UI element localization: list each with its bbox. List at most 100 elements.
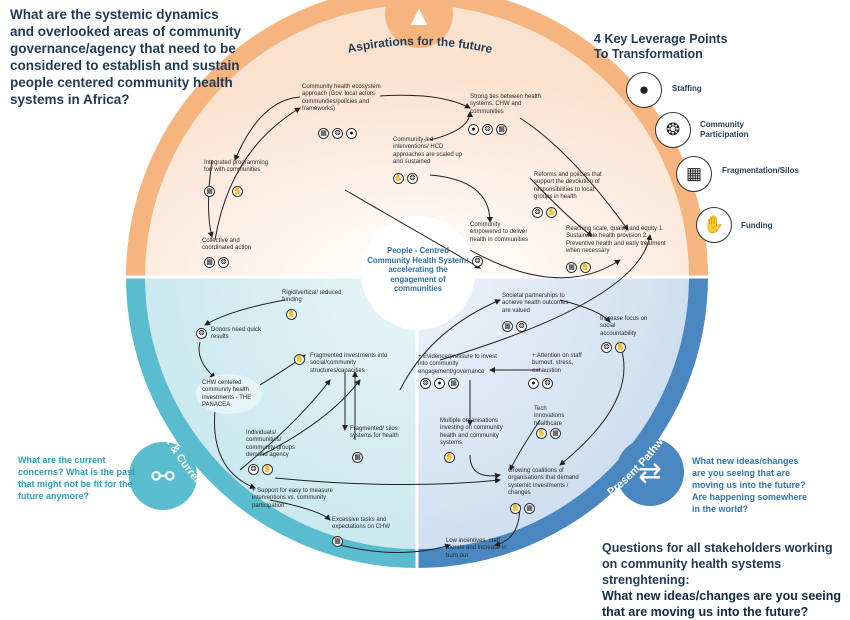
node-community-led-icons: ✋ ❂ [393,173,418,184]
node-excessive-icons: ▦ [332,536,343,547]
node-societal: Societal partnerships to achieve health … [502,293,569,314]
node-reforms: Reforms and policies that support the de… [534,172,602,200]
hand-money-icon: ✋ [294,354,305,365]
node-empowered-icons: ❂ [472,256,483,267]
community-circle-icon: ❂ [532,207,543,218]
node-individuals: Individuals/ communities/ community grou… [246,430,296,458]
node-increase-focus-icons: ❂ ✋ [601,342,626,353]
fragmented-blocks-icon: ▦ [502,321,513,332]
leverage-title: 4 Key Leverage Points To Transformation [594,32,728,61]
node-strong-ties: Strong ties between health systems, CHW … [470,94,542,115]
bottom-question-intro: Questions for all stakeholders working o… [602,541,833,587]
node-ecosystem: Community health ecosystem approach (Gov… [302,84,381,112]
network-nodes-icon: ⚯ [151,460,175,492]
community-circle-icon: ❂ [420,378,431,389]
community-circle-icon: ❂ [218,257,229,268]
leverage-funding: Funding [741,221,773,230]
hand-money-icon: ✋ [232,186,243,197]
node-tech: Tech innovations healthcare [534,406,565,427]
hand-money-icon: ✋ [262,464,273,475]
people-network-icon: ● [346,128,357,139]
node-fragmented-inv: Fragmented investments into social/commu… [310,353,388,374]
left-question: What are the current concerns? What is t… [18,455,136,501]
node-multiple: Multiple organisations investing on comm… [440,418,503,446]
community-circle-icon: ❂ [655,112,691,148]
fragmented-blocks-icon: ▦ [448,378,459,389]
node-societal-icons: ▦ ❂ [502,321,527,332]
node-silos: Fragmented/ silos systems for health [350,426,399,440]
people-network-icon: ● [434,378,445,389]
node-excessive: Excessive tasks and expectations on CHW [332,517,391,531]
community-circle-icon: ❂ [542,378,553,389]
fragmented-blocks-icon: ▦ [550,428,561,439]
node-evidence: + Evidence/pressure to invest into commu… [418,354,497,375]
fragmented-blocks-icon: ▦ [318,128,329,139]
leverage-staffing: Staffing [672,84,702,93]
fragmented-blocks-icon: ▦ [332,536,343,547]
node-donors: Donors need quick results [211,327,262,341]
fragmented-blocks-icon: ▦ [204,257,215,268]
node-multiple-icons: ✋ [444,452,455,463]
node-support: + Support for easy to measure interventi… [252,488,333,509]
node-evidence-icons: ❂ ● ▦ [420,378,459,389]
leverage-fragmentation: Fragmentation/Silos [722,166,799,175]
node-increase-focus: Increase focus on social accountability [600,316,648,337]
pathways-arrows-icon: ⇄ [638,456,662,488]
node-low-incentives: Low incentives, staff morale and increas… [446,538,507,559]
hand-money-icon: ✋ [580,262,591,273]
node-fragmented-inv-icons: ✋ [294,354,305,365]
hand-money-icon: ✋ [510,503,521,514]
node-empowered: Community empowered to deliver health in… [470,222,529,243]
node-strong-ties-icons: ● ❂ ▦ [468,124,507,135]
center-label: People - Centred Community Health System… [367,246,469,293]
center-circle [361,216,475,330]
community-circle-icon: ❂ [601,342,612,353]
node-collective: Collective and coordinated action [202,238,252,252]
node-growing-icons: ✋ ▦ [510,503,535,514]
people-network-icon: ● [626,72,662,108]
fragmented-blocks-icon: ▦ [524,503,535,514]
people-network-icon: ● [528,378,539,389]
main-question: What are the systemic dynamics and overl… [10,7,242,107]
node-growing: Growing coalitions of organisations that… [508,468,579,496]
fragmented-blocks-icon: ▦ [204,186,215,197]
node-rigid-icons: ✋ [286,309,297,320]
community-circle-icon: ❂ [472,256,483,267]
hand-money-icon: ✋ [615,342,626,353]
hand-money-icon: ✋ [444,452,455,463]
node-donors-icons: ❂ [196,328,207,339]
node-reaching: Reaching scale, quality and equity 1. Su… [566,226,666,254]
hand-money-icon: ✋ [286,309,297,320]
fragmented-blocks-icon: ▦ [496,124,507,135]
community-circle-icon: ❂ [516,321,527,332]
hand-money-icon: ✋ [546,207,557,218]
aspirations-icon: ▲ [405,0,433,31]
hand-money-icon: ✋ [696,207,732,243]
node-attention: + Attention on staff burnout, stress, ex… [532,353,582,374]
fragmented-blocks-icon: ▦ [352,452,363,463]
node-reaching-icons: ▦ ✋ [566,262,591,273]
node-rigid: Rigid/vertical/ reduced funding [282,290,342,304]
node-reforms-icons: ❂ ✋ [532,207,557,218]
node-ecosystem-icons: ▦ ❂ ● [318,128,357,139]
community-circle-icon: ❂ [407,173,418,184]
node-chw: CHW centered community health investment… [202,380,252,408]
chw-highlight [196,374,262,414]
bottom-question-bold: What new ideas/changes are you seeing th… [602,589,841,619]
node-tech-icons: ✋ ▦ [536,428,561,439]
node-integrated-icons: ▦ ✋ [204,186,243,197]
node-attention-icons: ● ❂ [528,378,553,389]
node-collective-icons: ▦ ❂ [204,257,229,268]
node-integrated: Integrated programming for/ with communi… [204,160,269,174]
hand-money-icon: ✋ [393,173,404,184]
node-silos-icons: ▦ [352,452,363,463]
node-individuals-icons: ❂ ✋ [248,464,273,475]
community-circle-icon: ❂ [332,128,343,139]
bottom-question: Questions for all stakeholders working o… [602,540,847,620]
community-circle-icon: ❂ [196,328,207,339]
people-network-icon: ● [468,124,479,135]
community-circle-icon: ❂ [482,124,493,135]
fragmented-blocks-icon: ▦ [676,156,712,192]
node-community-led: Community-led interventions/ HCD approac… [393,137,463,165]
